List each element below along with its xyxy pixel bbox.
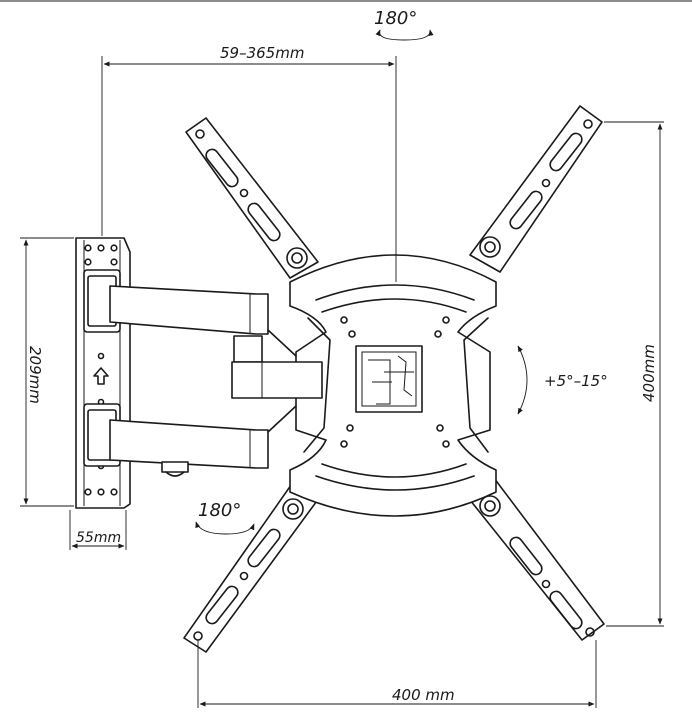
tilt-label: +5°–15° (544, 372, 608, 390)
swivel-top-label: 180° (374, 8, 417, 29)
swivel-top-indicator: 180° (374, 8, 434, 41)
wall-plate-depth-label: 55mm (76, 530, 121, 546)
vesa-cross-bracket (183, 105, 605, 653)
tilt-mechanism (355, 345, 423, 413)
vesa-height-label: 400mm (640, 344, 658, 402)
tilt-arrow-icon (517, 345, 528, 415)
wall-plate-depth-dimension: 55mm (69, 510, 127, 550)
plate-rail-top (315, 284, 475, 301)
plate-holes (340, 316, 450, 448)
up-arrow-icon (93, 367, 109, 385)
rotation-arrow-icon (375, 29, 434, 41)
rotation-arrow-icon-bottom (195, 521, 255, 535)
vesa-width-dimension: 400 mm (197, 640, 597, 708)
tilt-indicator: +5°–15° (517, 345, 608, 415)
bracket-arm-top-right (469, 105, 603, 273)
extension-dimension: 59–365mm (101, 44, 397, 282)
wall-plate-height-label: 209mm (26, 346, 44, 404)
swivel-bottom-indicator: 180° (195, 500, 255, 535)
bracket-arm-bottom-right (469, 477, 605, 641)
swivel-bottom-label: 180° (198, 500, 241, 521)
plate-rail-bottom (315, 475, 475, 491)
articulating-arms (83, 269, 323, 477)
vesa-width-label: 400 mm (392, 686, 455, 704)
wall-plate-height-dimension: 209mm (20, 237, 74, 507)
extension-label: 59–365mm (220, 44, 304, 62)
bracket-arm-top-left (185, 117, 319, 279)
vesa-height-dimension: 400mm (604, 121, 664, 627)
bracket-arm-bottom-left (183, 477, 323, 653)
